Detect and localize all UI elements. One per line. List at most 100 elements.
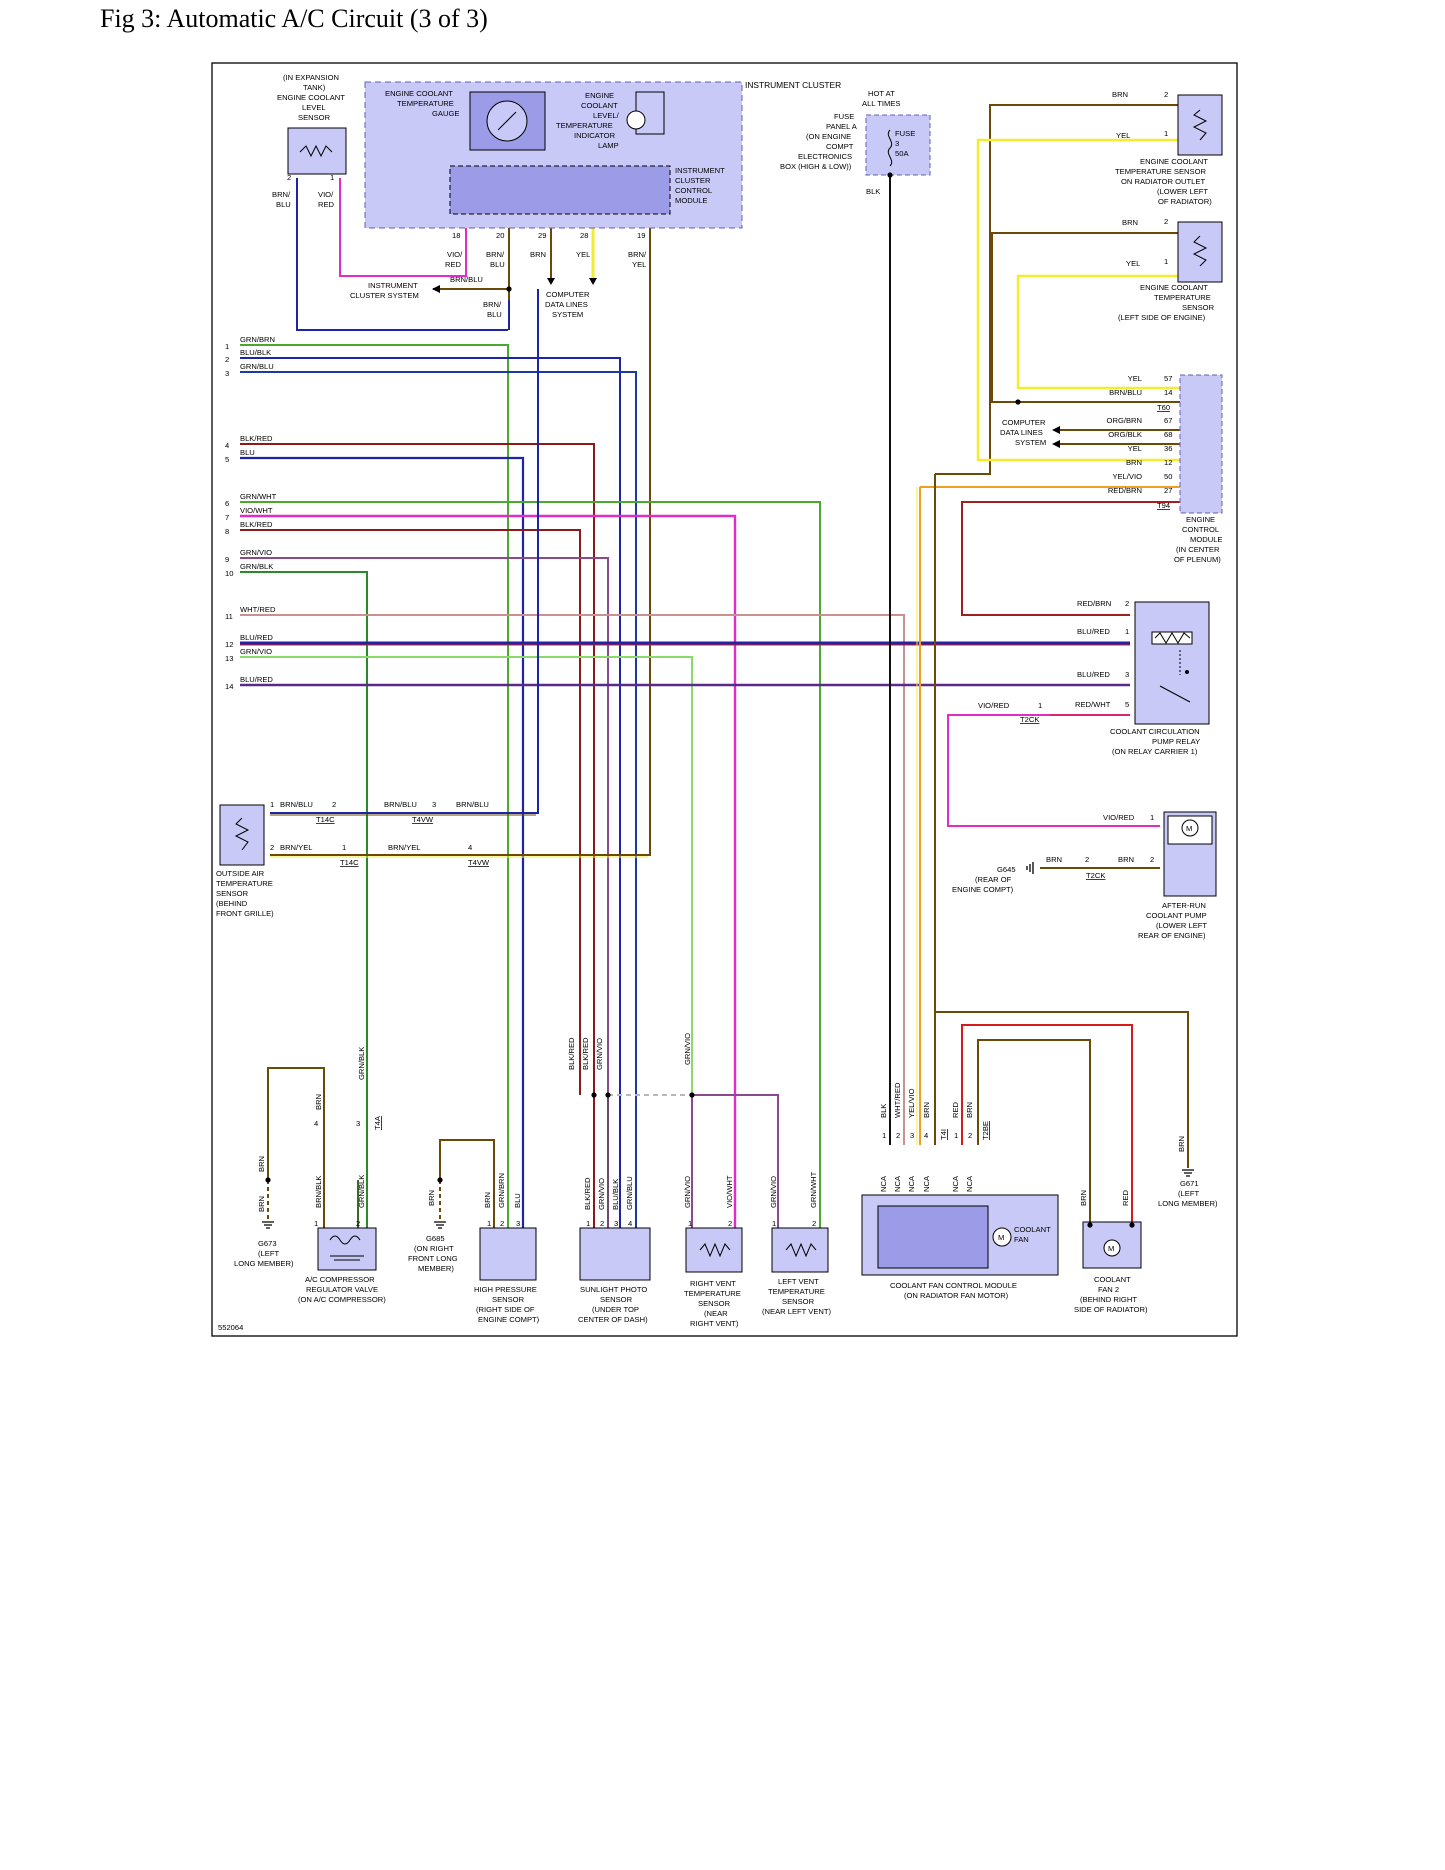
coolant-circulation-pump-relay — [1134, 601, 1210, 725]
svg-text:2: 2 — [356, 1219, 360, 1228]
svg-text:T2CK: T2CK — [1020, 715, 1039, 724]
svg-text:TEMPERATURE: TEMPERATURE — [1154, 293, 1211, 302]
svg-text:SYSTEM: SYSTEM — [552, 310, 583, 319]
svg-text:YEL: YEL — [1126, 259, 1140, 268]
svg-text:BRN: BRN — [1112, 90, 1128, 99]
svg-text:50A: 50A — [895, 149, 909, 158]
svg-text:(RIGHT SIDE OF: (RIGHT SIDE OF — [476, 1305, 535, 1314]
harness-number: 2 — [225, 355, 229, 364]
harness-wire-label: GRN/BLU — [240, 362, 274, 371]
harness-wire-label: WHT/RED — [240, 605, 276, 614]
svg-text:(BEHIND: (BEHIND — [216, 899, 248, 908]
svg-text:GRN/VIO: GRN/VIO — [595, 1038, 604, 1070]
svg-text:2: 2 — [287, 173, 291, 182]
svg-text:BRN/: BRN/ — [628, 250, 647, 259]
harness-wire-label: BLU/RED — [240, 633, 273, 642]
arrow-cdl-2 — [589, 278, 597, 285]
svg-text:BRN/BLU: BRN/BLU — [450, 275, 483, 284]
labels: INSTRUMENT CLUSTER ENGINE COOLANT TEMPER… — [216, 73, 1223, 1332]
ecm-wire-label: ORG/BRN — [1107, 416, 1142, 425]
svg-text:TEMPERATURE SENSOR: TEMPERATURE SENSOR — [1115, 167, 1207, 176]
svg-text:BRN: BRN — [922, 1102, 931, 1118]
svg-text:BRN: BRN — [314, 1094, 323, 1110]
svg-text:T60: T60 — [1157, 403, 1170, 412]
harness-labels: 1GRN/BRN2BLU/BLK3GRN/BLU4BLK/RED5BLU6GRN… — [225, 335, 277, 691]
svg-text:29: 29 — [538, 231, 546, 240]
wire-oat-brnblu — [270, 289, 539, 814]
svg-text:2: 2 — [600, 1219, 604, 1228]
ecm-pin-label: 12 — [1164, 458, 1172, 467]
svg-text:BLU: BLU — [513, 1193, 522, 1208]
svg-text:3: 3 — [1125, 670, 1129, 679]
svg-text:2: 2 — [1125, 599, 1129, 608]
svg-text:SENSOR: SENSOR — [216, 889, 249, 898]
svg-text:REGULATOR VALVE: REGULATOR VALVE — [306, 1285, 378, 1294]
wire-ecm-org — [1060, 429, 1180, 445]
svg-text:AFTER-RUN: AFTER-RUN — [1162, 901, 1206, 910]
harness-wire-label: GRN/VIO — [240, 548, 272, 557]
svg-text:(LEFT SIDE OF ENGINE): (LEFT SIDE OF ENGINE) — [1118, 313, 1206, 322]
svg-text:2: 2 — [896, 1131, 900, 1140]
pump-motor-icon — [1181, 819, 1199, 837]
svg-text:BRN/: BRN/ — [483, 300, 502, 309]
svg-text:BRN: BRN — [1118, 855, 1134, 864]
svg-text:3: 3 — [356, 1119, 360, 1128]
svg-text:ENGINE: ENGINE — [1186, 515, 1215, 524]
svg-text:SYSTEM: SYSTEM — [1015, 438, 1046, 447]
wire-h10 — [240, 571, 368, 1230]
svg-text:RED: RED — [445, 260, 462, 269]
svg-text:OF RADIATOR): OF RADIATOR) — [1158, 197, 1212, 206]
svg-text:18: 18 — [452, 231, 460, 240]
svg-text:RED/BRN: RED/BRN — [1077, 599, 1111, 608]
svg-text:YEL: YEL — [632, 260, 646, 269]
svg-text:BRN/BLU: BRN/BLU — [384, 800, 417, 809]
ecm-wire-label: BRN — [1126, 458, 1142, 467]
diagram-frame — [211, 62, 1238, 1337]
ecm-wire-label: YEL — [1128, 374, 1142, 383]
ic-title-1: INSTRUMENT CLUSTER — [745, 80, 841, 90]
wire-h4 — [240, 443, 595, 1095]
svg-text:OF PLENUM): OF PLENUM) — [1174, 555, 1221, 564]
svg-text:BRN: BRN — [483, 1192, 492, 1208]
figure-id: 552064 — [218, 1323, 243, 1332]
svg-text:MEMBER): MEMBER) — [418, 1264, 454, 1273]
harness-number: 13 — [225, 654, 233, 663]
svg-text:COOLANT: COOLANT — [581, 101, 618, 110]
svg-text:1: 1 — [1125, 627, 1129, 636]
wire-h11 — [240, 614, 905, 1145]
svg-text:3: 3 — [910, 1131, 914, 1140]
wire-h7 — [240, 514, 737, 1230]
svg-text:SENSOR: SENSOR — [600, 1295, 633, 1304]
svg-text:PUMP RELAY: PUMP RELAY — [1152, 737, 1200, 746]
wire-fan-red — [961, 1024, 1133, 1225]
svg-text:LEFT VENT: LEFT VENT — [778, 1277, 819, 1286]
ground-icon-g685 — [434, 1221, 446, 1229]
svg-text:TEMPERATURE: TEMPERATURE — [768, 1287, 825, 1296]
svg-text:1: 1 — [1038, 701, 1042, 710]
svg-text:ENGINE COMPT): ENGINE COMPT) — [952, 885, 1014, 894]
svg-text:M: M — [998, 1233, 1004, 1242]
svg-text:VIO/RED: VIO/RED — [978, 701, 1010, 710]
page-title: Fig 3: Automatic A/C Circuit (3 of 3) — [100, 4, 488, 33]
svg-text:28: 28 — [580, 231, 588, 240]
svg-text:(IN EXPANSION: (IN EXPANSION — [283, 73, 339, 82]
svg-text:BRN: BRN — [257, 1196, 266, 1212]
svg-text:COMPUTER: COMPUTER — [1002, 418, 1046, 427]
harness-number: 11 — [225, 612, 233, 621]
ac-compressor-regulator-valve — [317, 1227, 377, 1271]
svg-text:VIO/: VIO/ — [318, 190, 334, 199]
svg-text:1: 1 — [270, 800, 274, 809]
wire-h6 — [240, 501, 821, 1230]
svg-text:BRN: BRN — [1177, 1136, 1186, 1152]
wire-ect-yel — [976, 138, 1180, 462]
svg-text:2: 2 — [500, 1219, 504, 1228]
svg-text:FUSE: FUSE — [834, 112, 854, 121]
svg-text:MODULE: MODULE — [675, 196, 708, 205]
svg-text:ENGINE COOLANT: ENGINE COOLANT — [1140, 157, 1208, 166]
svg-text:GRN/VIO: GRN/VIO — [769, 1176, 778, 1208]
svg-text:YEL: YEL — [1116, 131, 1130, 140]
svg-text:T2BE: T2BE — [981, 1121, 990, 1140]
harness-wire-label: GRN/BRN — [240, 335, 275, 344]
svg-text:A/C COMPRESSOR: A/C COMPRESSOR — [305, 1275, 375, 1284]
